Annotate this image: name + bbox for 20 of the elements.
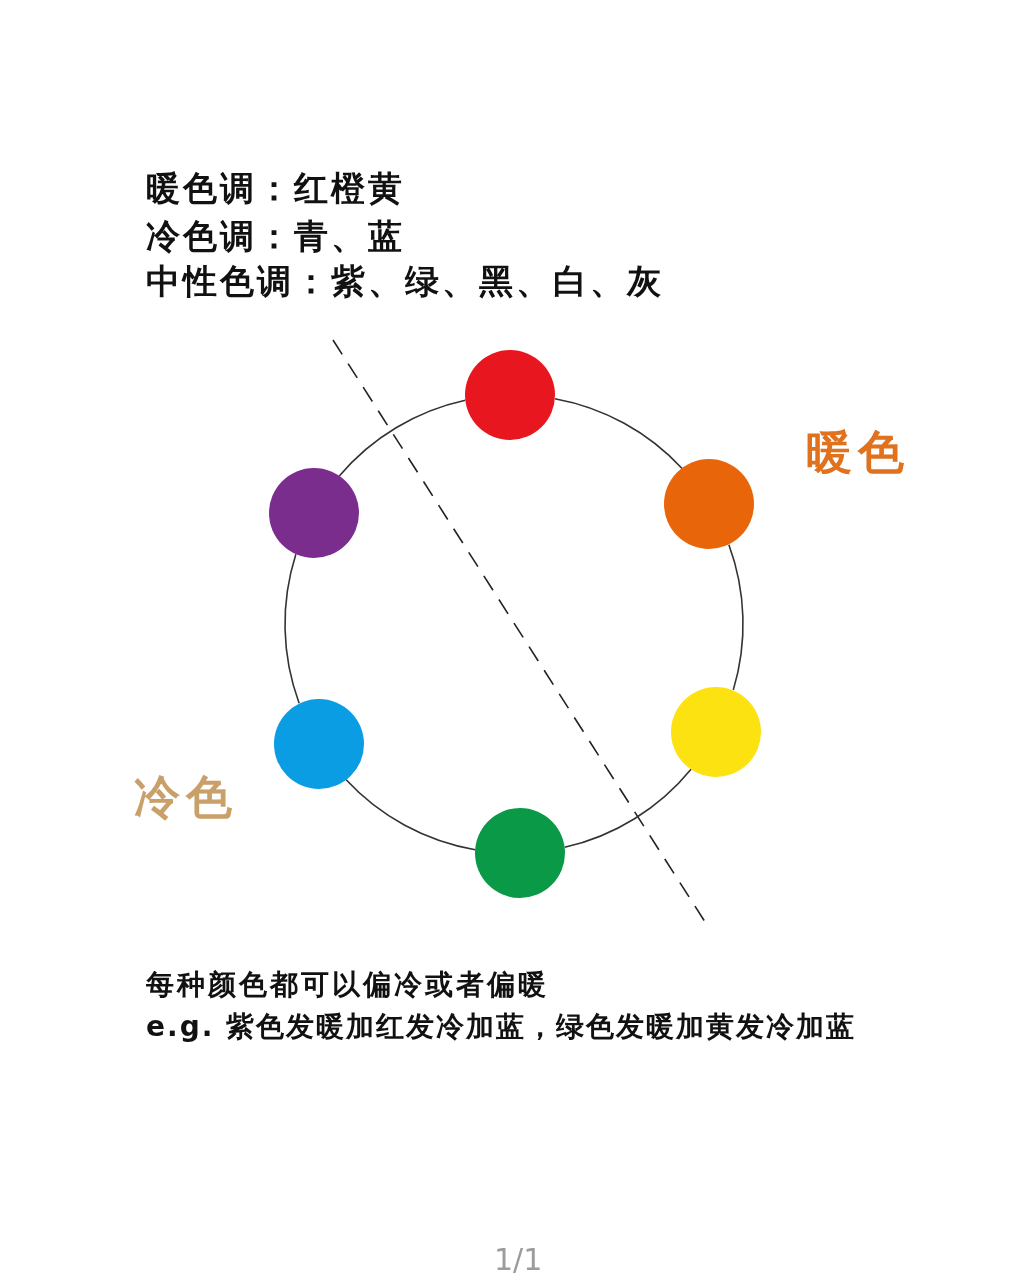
- ring-arc: [338, 399, 467, 477]
- ring-arc: [345, 778, 476, 851]
- ring-arc: [554, 397, 683, 470]
- color-dot: [273, 698, 364, 789]
- explanation-text: 每种颜色都可以偏冷或者偏暖: [146, 968, 549, 1002]
- ring-arc: [284, 553, 300, 704]
- tone-definition-text: 暖色调：红橙黄: [146, 168, 405, 209]
- ring-arc: [563, 768, 693, 849]
- warm-side-label: 暖色: [806, 425, 910, 481]
- color-dot: [671, 686, 762, 777]
- page-indicator: 1/1: [494, 1242, 543, 1278]
- example-text: e.g. 紫色发暖加红发冷加蓝，绿色发暖加黄发冷加蓝: [146, 1010, 857, 1044]
- color-dot: [268, 467, 359, 558]
- tone-definition-text: 中性色调：紫、绿、黑、白、灰: [146, 261, 664, 302]
- tone-definition-text: 冷色调：青、蓝: [146, 216, 405, 257]
- color-dot: [475, 807, 565, 898]
- ring-arc: [728, 544, 744, 691]
- cool-side-label: 冷色: [134, 770, 238, 826]
- color-dot: [664, 459, 755, 550]
- color-dot: [465, 350, 555, 441]
